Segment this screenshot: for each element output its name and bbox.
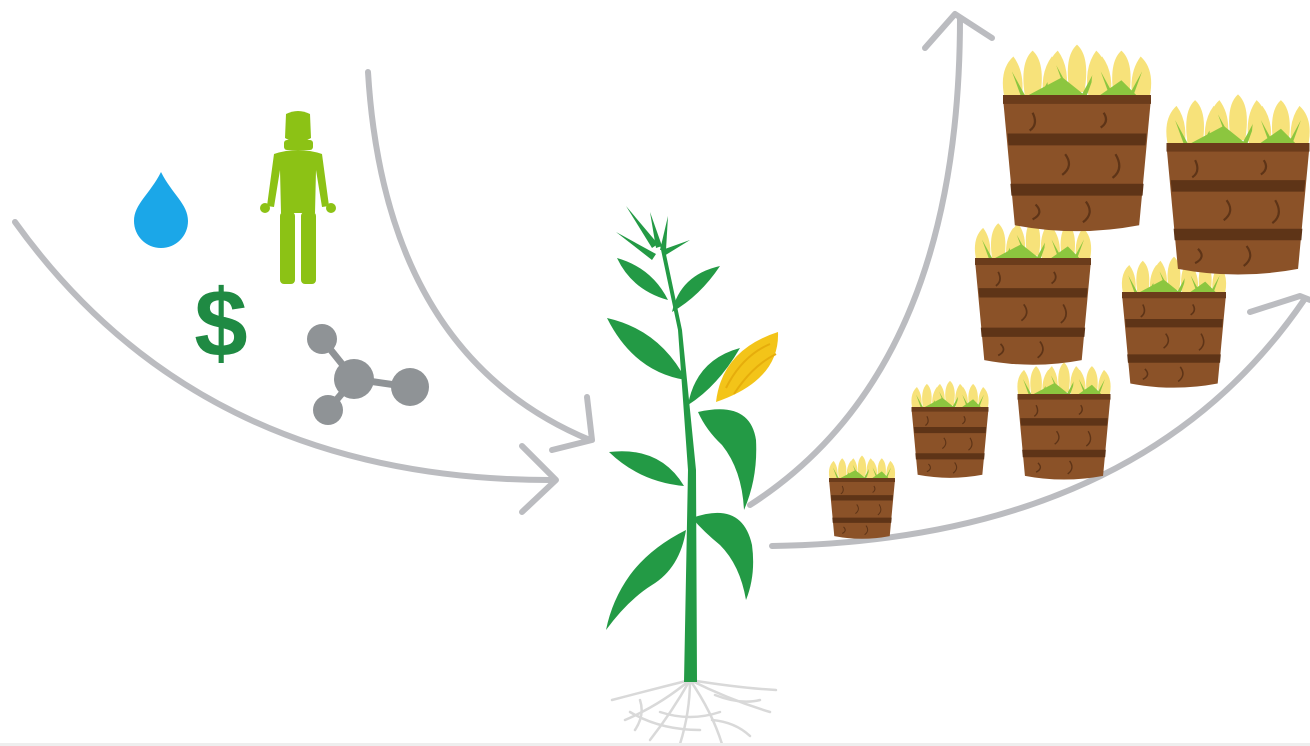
molecule-icon [307, 324, 429, 425]
input-arrow-2 [365, 69, 595, 453]
corn-basket-2 [911, 381, 988, 478]
output-arrow-upper [747, 11, 995, 508]
farmer-icon [260, 111, 336, 284]
corn-basket-7 [1166, 94, 1309, 274]
corn-basket-3 [1017, 362, 1110, 479]
corn-basket-4 [975, 219, 1091, 365]
corn-basket-6 [1003, 45, 1151, 231]
roots-icon [610, 678, 778, 746]
corn-basket-5 [1122, 257, 1226, 388]
bottom-divider [0, 743, 1310, 746]
water-drop-icon [134, 172, 188, 248]
corn-plant-icon [606, 206, 779, 746]
dollar-icon: $ [194, 270, 247, 377]
corn-cob-icon [716, 332, 779, 402]
input-arrow-1 [12, 219, 559, 515]
output-arrow-lower [769, 293, 1310, 549]
corn-basket-1 [829, 456, 895, 539]
